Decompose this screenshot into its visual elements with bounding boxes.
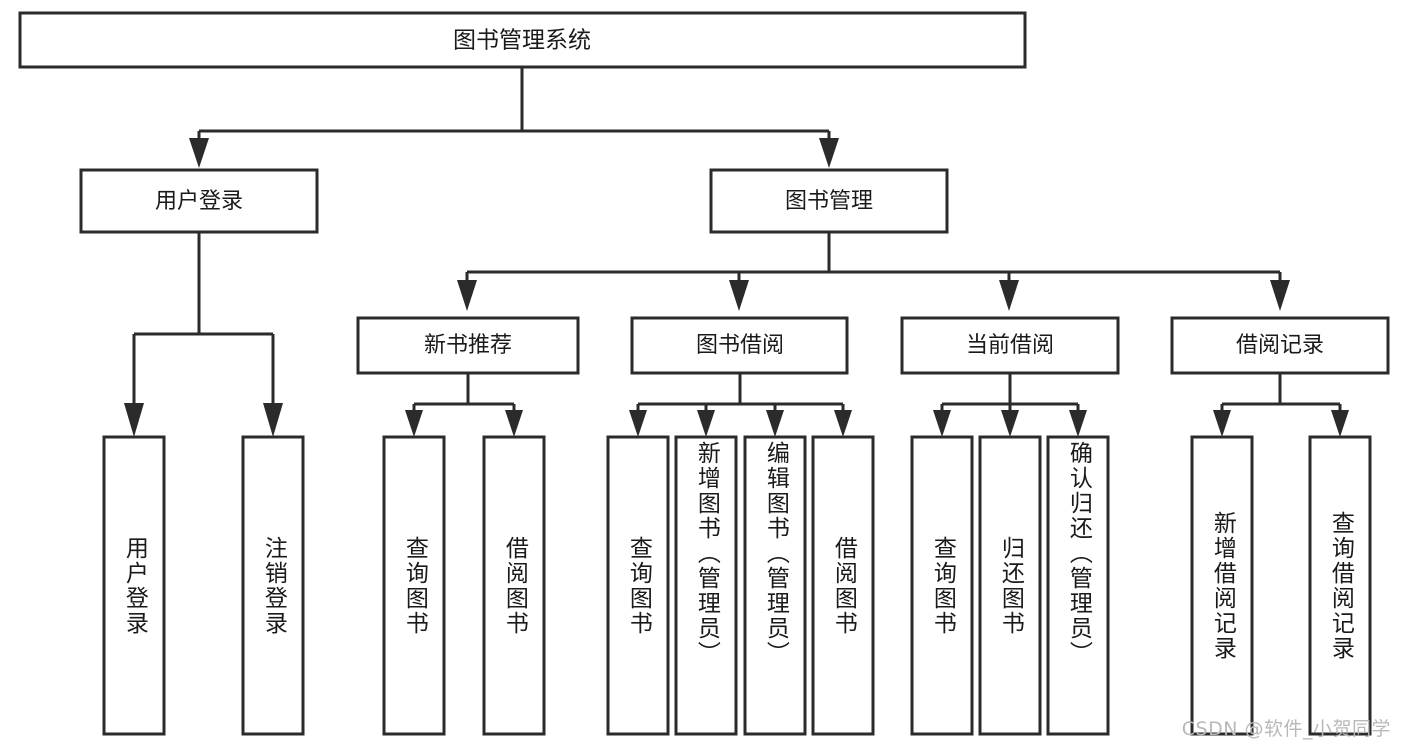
arrow-borrow-records-leaf-2	[1331, 410, 1349, 437]
node-new-book-recommend[interactable]	[356, 316, 580, 375]
leaf-box-book-borrow-1[interactable]	[606, 435, 670, 736]
leaf-box-current-borrow-2[interactable]	[978, 435, 1042, 736]
arrow-book-manage-to-book-borrow	[729, 280, 749, 311]
arrow-book-borrow-leaf-3	[766, 410, 784, 437]
arrow-current-borrow-leaf-2	[1001, 410, 1019, 437]
node-root-system-label: 图书管理系统	[453, 28, 591, 54]
arrow-book-borrow-leaf-1	[629, 410, 647, 437]
csdn-watermark: CSDN @软件_小贺同学	[1181, 718, 1391, 740]
arrow-borrow-records-leaf-1	[1213, 410, 1231, 437]
node-borrow-records-label: 借阅记录	[1236, 333, 1324, 358]
leaf-box-new-book-1[interactable]	[382, 435, 446, 736]
node-book-borrow[interactable]	[630, 316, 849, 375]
leaf-box-borrow-records-1[interactable]	[1190, 435, 1254, 736]
node-book-manage-label: 图书管理	[785, 189, 873, 214]
node-user-login-label: 用户登录	[155, 189, 243, 214]
node-borrow-records[interactable]	[1170, 316, 1390, 375]
node-current-borrow[interactable]	[900, 316, 1120, 375]
arrow-user-login-leaf-1	[124, 403, 144, 437]
arrow-current-borrow-leaf-1	[933, 410, 951, 437]
arrow-book-borrow-leaf-4	[834, 410, 852, 437]
arrow-root-to-user-login	[189, 138, 209, 168]
arrow-root-to-book-manage	[819, 138, 839, 168]
arrow-book-manage-to-current-borrow	[999, 280, 1019, 311]
node-current-borrow-label: 当前借阅	[966, 333, 1054, 358]
node-root-system[interactable]	[18, 11, 1027, 69]
arrow-user-login-leaf-2	[263, 403, 283, 437]
leaf-box-current-borrow-3[interactable]	[1046, 435, 1110, 736]
leaf-box-book-borrow-3[interactable]	[743, 435, 807, 736]
leaf-box-book-borrow-2[interactable]	[674, 435, 738, 736]
arrow-current-borrow-leaf-3	[1069, 410, 1087, 437]
leaf-box-user-login-2[interactable]	[241, 435, 305, 736]
node-book-borrow-label: 图书借阅	[696, 333, 784, 358]
leaf-box-book-borrow-4[interactable]	[811, 435, 875, 736]
arrow-book-manage-to-borrow-records	[1270, 280, 1290, 311]
leaf-box-new-book-2[interactable]	[482, 435, 546, 736]
leaf-box-current-borrow-1[interactable]	[910, 435, 974, 736]
arrow-new-book-leaf-1	[405, 410, 423, 437]
node-book-manage[interactable]	[709, 168, 949, 234]
node-new-book-recommend-label: 新书推荐	[424, 333, 512, 358]
arrow-new-book-leaf-2	[505, 410, 523, 437]
arrow-book-manage-to-new-book	[457, 280, 477, 311]
leaf-box-user-login-1[interactable]	[102, 435, 166, 736]
leaf-box-borrow-records-2[interactable]	[1308, 435, 1372, 736]
arrow-book-borrow-leaf-2	[697, 410, 715, 437]
